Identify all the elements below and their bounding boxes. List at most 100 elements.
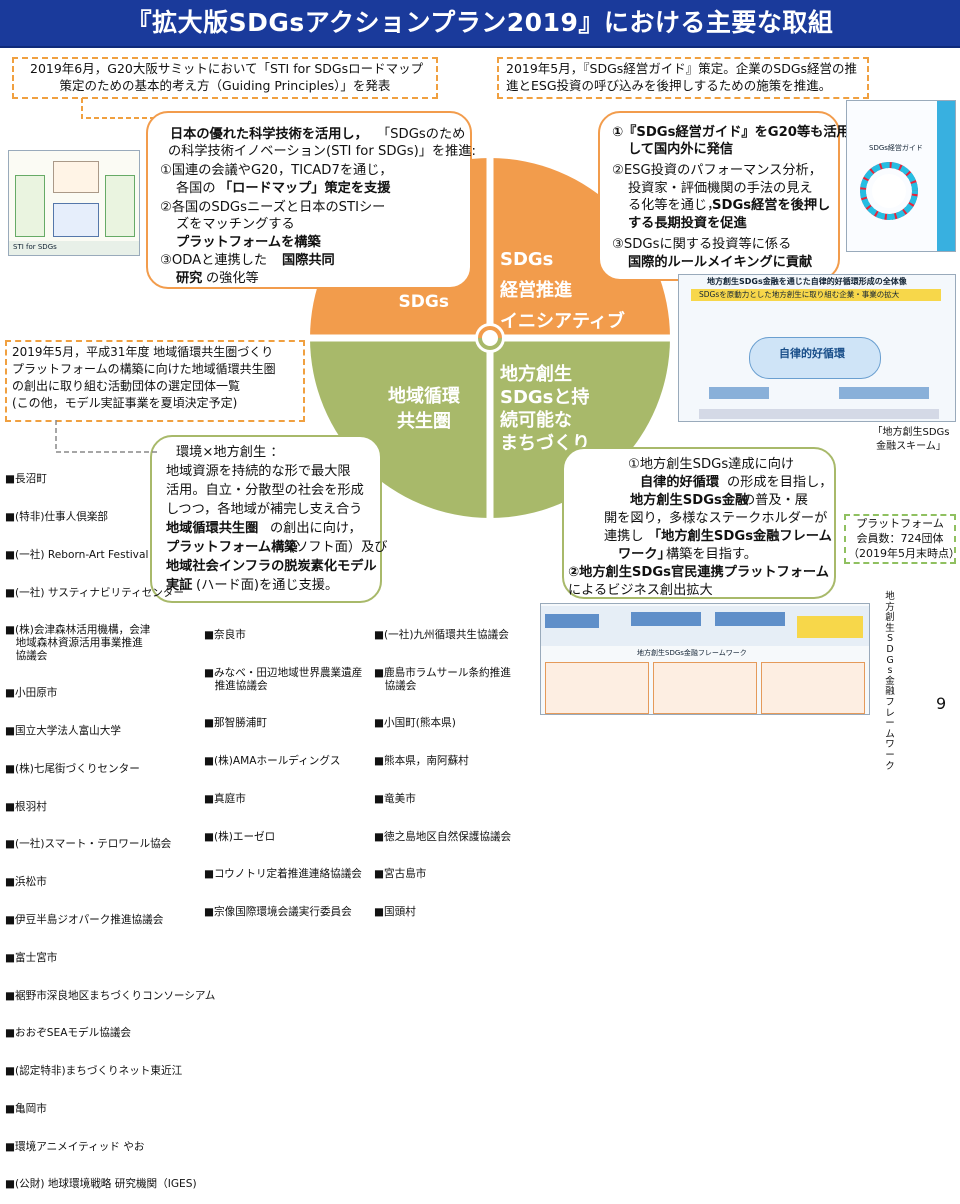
reg-text-3b: の普及・展 [742,493,808,508]
callout-platform-select-text: 2019年5月，平成31年度 地域循環共生圏づくり プラットフォームの構築に向け… [12,345,276,410]
org-item: ■熊本県，南阿蘇村 [374,755,469,768]
org-item: ■奈良市 [204,629,246,642]
finance-scheme-thumbnail: 地方創生SDGs金融を通じた自律的好循環形成の全体像 SDGsを原動力とした地方… [678,274,956,422]
callout-platform-select [5,340,305,422]
mgmt-text-5a: る化等を通じ， [628,198,721,213]
org-item: ■亀岡市 [5,1102,47,1115]
reg-text-4: 開を図り，多様なステークホルダーが [604,511,828,526]
callout-g20-text: 2019年6月，G20大阪サミットにおいて「STI for SDGsロードマップ… [30,61,424,93]
org-item: ■(株)七尾街づくりセンター [5,762,140,775]
reg-text-5a: 連携し [604,529,644,544]
org-item: ■おおぞSEAモデル協議会 [5,1027,132,1040]
org-list-col2: ■奈良市 ■みなべ・田辺地域世界農業遺産 推進協議会 ■那智勝浦町 ■(株)AM… [204,604,362,931]
org-item: ■裾野市深良地区まちづくりコンソーシアム [5,989,216,1002]
quadrant-label-management: SDGs 経営推進 イニシアティブ [500,249,625,332]
circ-text-3: 活用。自立・分散型の社会を形成 [166,483,364,498]
reg-text-2: 自律的好循環 [640,475,720,490]
sti-text-3: ①国連の会議やG20，TICAD7を通じ， [160,163,393,178]
org-item: ■(一社)九州循環共生協議会 [374,629,509,642]
guide-cover-title: SDGs経営ガイド [869,144,923,152]
framework-top-title: 地方創生SDGs金融フレームワーク [637,649,747,657]
sti-text-4a: 各国の [176,181,216,196]
sti-text-7: プラットフォームを構築 [176,235,321,250]
sti-box [146,111,472,289]
sti-diagram-title: STI for SDGs [13,243,57,251]
org-item: ■根羽村 [5,800,47,813]
org-item: ■竜美市 [374,792,416,805]
org-item: ■那智勝浦町 [204,717,267,730]
org-item: ■(株)エーゼロ [204,830,276,843]
sti-text-6: ズをマッチングする [176,217,295,232]
sti-text-1: 日本の優れた科学技術を活用し， [170,127,368,142]
org-item: ■宗像国際環境会議実行委員会 [204,906,352,919]
org-item: ■伊豆半島ジオパーク推進協議会 [5,913,164,926]
quadrant-management [490,158,670,338]
sti-text-9b: の強化等 [206,271,259,286]
finance-scheme-subtitle: SDGsを原動力とした地方創生に取り組む企業・事業の拡大 [699,290,900,299]
circ-text-4: しつつ，各地域が補完し支え合う [166,502,363,517]
quadrant-regional [490,338,670,518]
callout-g20 [12,57,438,99]
org-item: ■富士宮市 [5,951,58,964]
mgmt-text-1: ①『SDGs経営ガイド』をG20等も活用 [612,125,850,140]
mgmt-text-4: 投資家・評価機関の手法の見え [628,181,813,196]
framework-thumbnail: 地方創生SDGs金融フレームワーク [540,603,870,715]
org-item: ■コウノトリ定着推進連絡協議会 [204,868,362,881]
callout-guide [497,57,869,99]
org-item: ■小田原市 [5,687,58,700]
quadrant-label-regional: 地方創生 SDGsと持 続可能な まちづくり [500,364,590,454]
reg-text-8: によるビジネス創出拡大 [568,583,713,598]
reg-text-6b: 構築を目指す。 [666,547,757,562]
quadrant-label-circular: 地域循環 共生圏 [388,386,460,432]
finance-scheme-caption: 「地方創生SDGs 金融スキーム」 [872,427,950,452]
org-item: ■(一社) Reborn-Art Festival [5,548,149,561]
org-list-col3: ■(一社)九州循環共生協議会 ■鹿島市ラムサール条約推進 協議会 ■小国町(熊本… [374,604,511,931]
sti-text-8a: ③ODAと連携した [160,253,268,268]
reg-text-7: ②地方創生SDGs官民連携プラットフォーム [568,565,829,580]
regional-box [562,447,836,599]
circ-text-6b: (ソフト面）及び [290,540,388,555]
mgmt-text-8: 国際的ルールメイキングに貢献 [628,255,813,270]
sti-text-1b: 「SDGsのため [377,127,466,142]
page-title: 『拡大版SDGsアクションプラン2019』における主要な取組 [0,0,960,48]
mgmt-text-2: して国内外に発信 [628,142,734,157]
org-item: ■(株)会津森林活用機構，会津 地域森林資源活用事業推進 協議会 [5,624,151,662]
org-item: ■浜松市 [5,876,47,889]
reg-text-2b: の形成を目指し， [727,475,833,490]
reg-text-3a: 地方創生SDGs金融 [630,493,749,508]
mgmt-text-6: する長期投資を促進 [628,216,747,231]
finance-scheme-title: 地方創生SDGs金融を通じた自律的好循環形成の全体像 [707,277,907,286]
org-item: ■みなべ・田辺地域世界農業遺産 推進協議会 [204,666,363,692]
callout-members [844,514,956,564]
mgmt-text-3: ②ESG投資のパフォーマンス分析， [612,163,822,178]
sti-text-2: の科学技術イノベーション(STI for SDGs)」を推進: [168,144,476,159]
circ-text-2: 地域資源を持続的な形で最大限 [166,464,351,479]
circ-text-6a: プラットフォーム構築 [166,540,298,555]
org-item: ■国頭村 [374,906,416,919]
reg-text-6a: ワーク」 [618,547,671,562]
mgmt-text-5b: SDGs経営を後押し [712,198,831,213]
circ-text-1: 環境×地方創生 ： [176,445,284,460]
reg-text-1: ①地方創生SDGs達成に向け [628,457,795,472]
callout-guide-text: 2019年5月，『SDGs経営ガイド』策定。企業のSDGs経営の推 進とESG投… [506,61,858,93]
org-item: ■(認定特非)まちづくりネット東近江 [5,1065,183,1078]
sdgs-wheel-icon [860,162,918,220]
org-item: ■鹿島市ラムサール条約推進 協議会 [374,666,511,692]
callout-platform-pointer [55,420,160,453]
callout-members-text: プラットフォーム 会員数：724団体 （2019年5月末時点） [848,517,960,560]
org-list-col1: ■長沼町 ■(特非)仕事人倶楽部 ■(一社) Reborn-Art Festiv… [5,448,215,1204]
org-item: ■宮古島市 [374,868,427,881]
sti-text-5: ②各国のSDGsニーズと日本のSTIシー [160,200,386,215]
org-item: ■(一社) サスティナビリティセンター [5,586,185,599]
sti-text-4b: 「ロードマップ」策定を支援 [219,181,391,196]
org-item: ■(株)AMAホールディングス [204,755,341,768]
circ-text-5a: 地域循環共生圏 [166,521,259,536]
circular-box [150,435,382,603]
sti-text-8b: 国際共同 [282,253,335,268]
org-item: ■真庭市 [204,792,246,805]
org-item: ■長沼町 [5,473,47,486]
sti-diagram-thumbnail: STI for SDGs [8,150,140,256]
framework-caption: 地 方 創 生 S D G s 金 融 フ レ ー ム ワ ー ク [885,591,895,772]
reg-text-5b: 「地方創生SDGs金融フレーム [648,529,832,544]
sti-text-9a: 研究 [176,271,203,286]
